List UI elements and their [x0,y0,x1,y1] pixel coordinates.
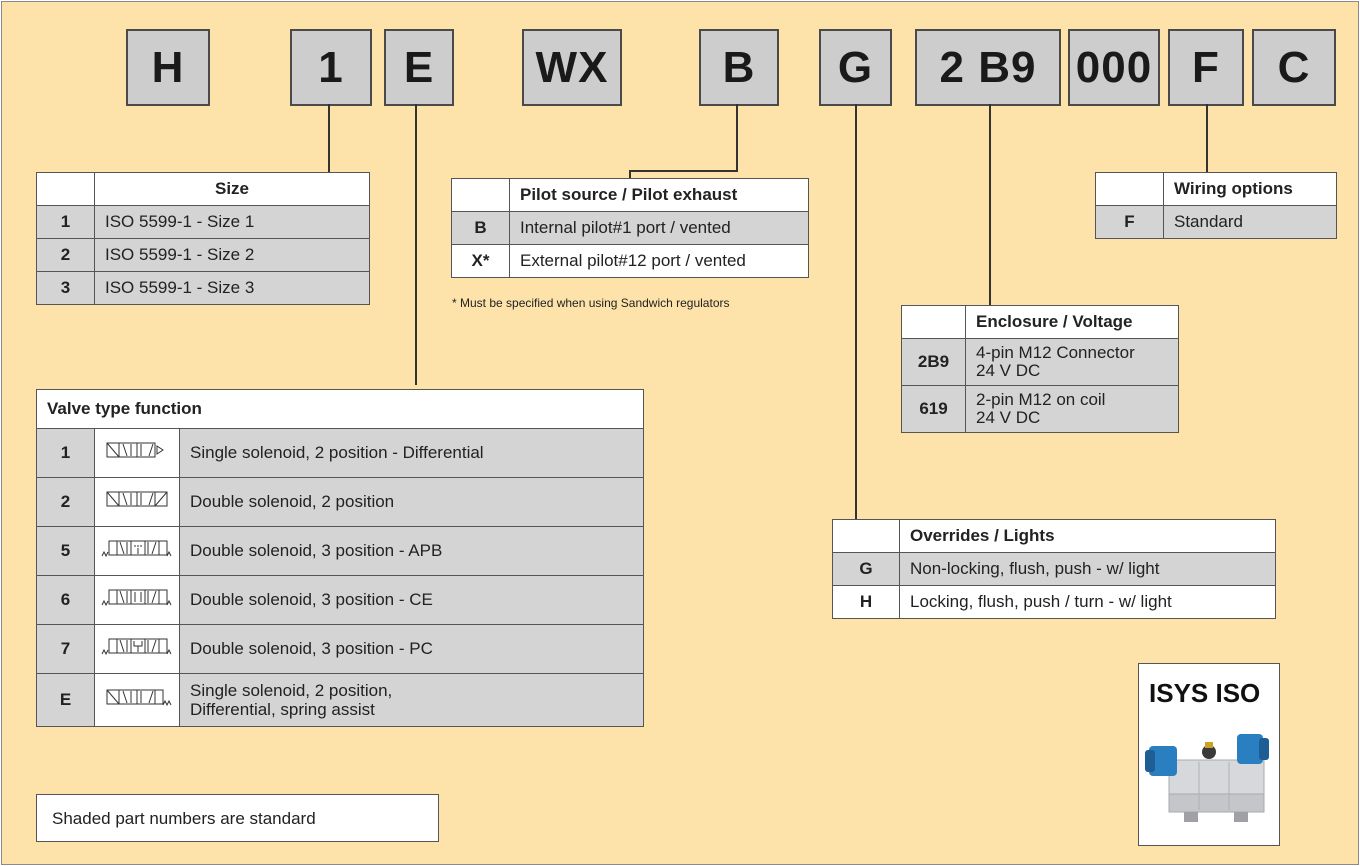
table-row: 7 Double solenoid, 3 position - PC [36,624,644,674]
valve-type-table: Valve type function 1 Single solenoid, 2… [36,389,644,727]
single-solenoid-2pos-symbol [106,442,164,457]
size-connector [328,104,330,173]
table-row: 2 Double solenoid, 2 position [36,477,644,527]
wiring-header: Wiring options [1163,172,1337,206]
code-box-000: 000 [1068,29,1160,106]
double-solenoid-2pos-symbol [106,491,168,506]
double-solenoid-3pos-ce-symbol [101,589,172,606]
double-solenoid-3pos-pc-symbol [101,638,172,655]
table-row: 6 Double solenoid, 3 position - CE [36,575,644,625]
code-box-2b9: 2 B9 [915,29,1061,106]
table-row: 5 Double solenoid, 3 position - APB [36,526,644,576]
pilot-connector-h [629,170,738,172]
wiring-connector [1206,104,1208,172]
code-box-c: C [1252,29,1336,106]
overrides-header: Overrides / Lights [899,519,1276,553]
shaded-note-box: Shaded part numbers are standard [36,794,439,842]
enclosure-connector [989,104,991,305]
pilot-footnote: * Must be specified when using Sandwich … [452,296,730,310]
pilot-connector-v [736,104,738,172]
table-row: 1 Single solenoid, 2 position - Differen… [36,428,644,478]
pilot-connector-drop [629,170,631,178]
pilot-header: Pilot source / Pilot exhaust [509,178,809,212]
shaded-note-text: Shaded part numbers are standard [52,809,316,828]
code-box-b: B [699,29,779,106]
code-box-1: 1 [290,29,372,106]
code-box-h: H [126,29,210,106]
double-solenoid-3pos-apb-symbol [101,540,172,557]
valve-header: Valve type function [36,389,644,429]
product-box: ISYS ISO [1138,663,1280,846]
code-box-f: F [1168,29,1244,106]
table-row: E Single solenoid, 2 position,Differenti… [36,673,644,727]
code-box-wx: WX [522,29,622,106]
code-box-e: E [384,29,454,106]
size-header: Size [94,172,370,206]
table-row: X*External pilot#12 port / vented [451,244,809,278]
product-title: ISYS ISO [1149,678,1261,708]
overrides-connector [855,104,857,519]
enclosure-header: Enclosure / Voltage [965,305,1179,339]
code-box-g: G [819,29,892,106]
single-solenoid-spring-assist-symbol [106,689,172,706]
valve-connector [415,104,417,385]
valve-product-photo [1145,734,1269,822]
